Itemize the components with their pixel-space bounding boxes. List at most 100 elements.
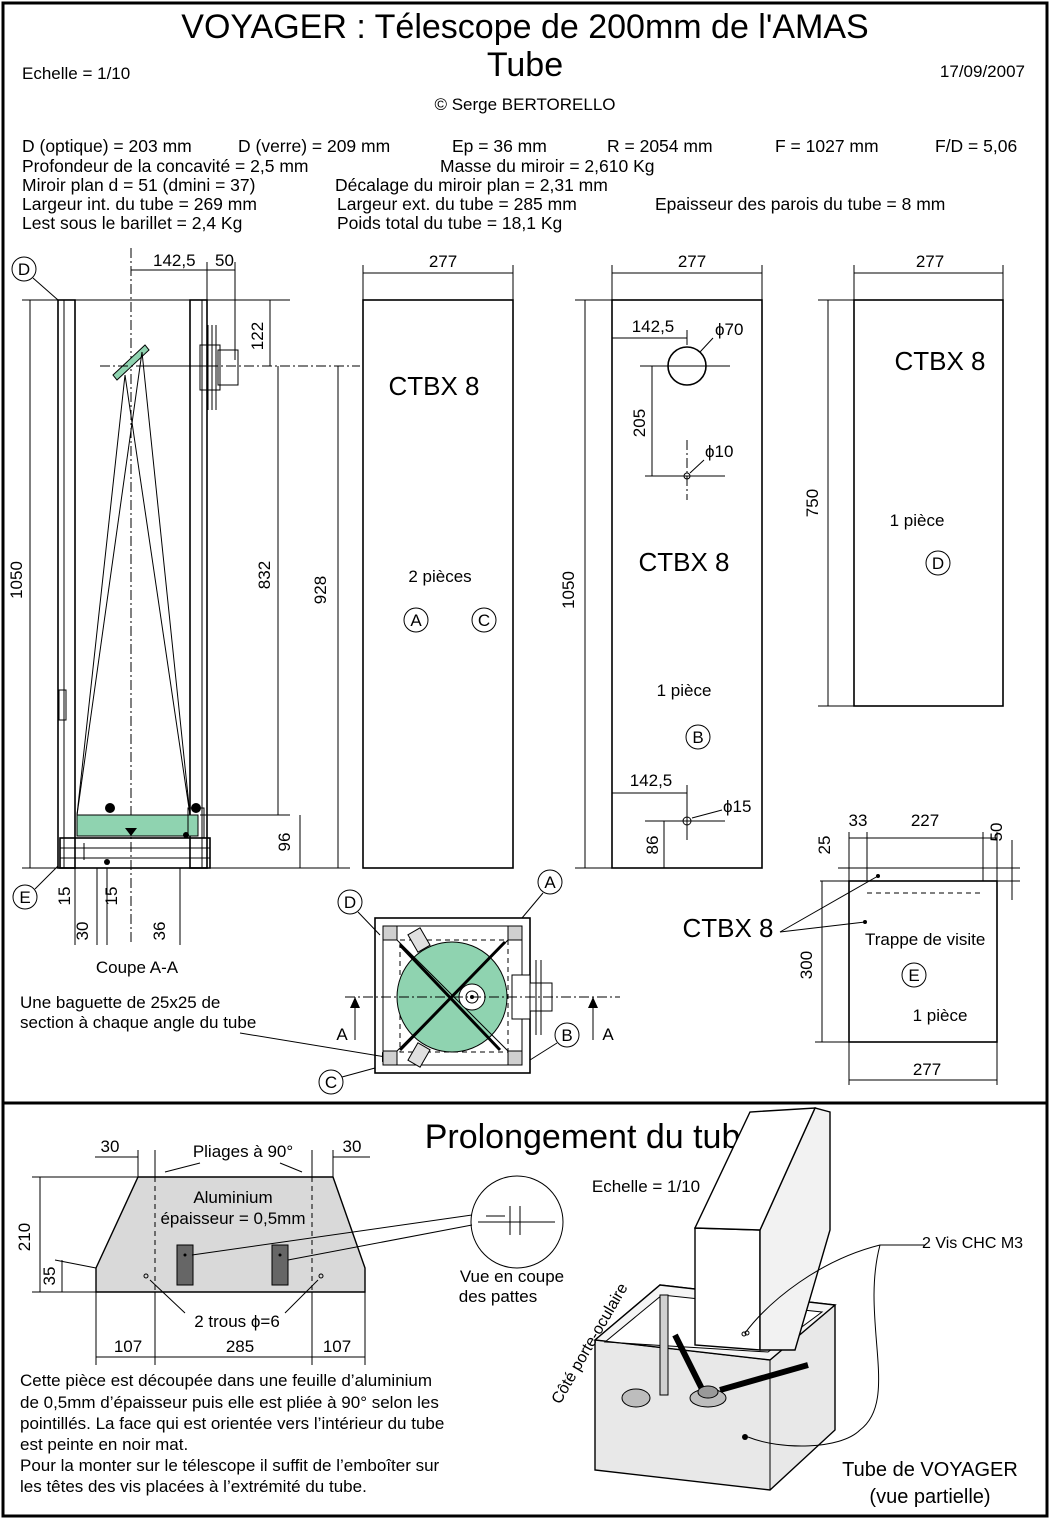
spec-lest: Lest sous le barillet = 2,4 Kg [22, 213, 242, 233]
panel-b-phi70: ϕ70 [715, 320, 743, 339]
page-subtitle: Tube [487, 46, 563, 84]
panel-e-dim-50: 50 [987, 823, 1006, 842]
panel-e: 33 227 25 50 300 277 CTBX 8 Trappe de vi… [682, 811, 1020, 1085]
panel-e-dim-277: 277 [913, 1060, 941, 1079]
ext-dim-35: 35 [40, 1267, 59, 1286]
extension-scale: Echelle = 1/10 [592, 1177, 700, 1196]
section-caption: Coupe A-A [96, 958, 179, 977]
ext-dim-107-left: 107 [114, 1337, 142, 1356]
panel-ac: 277 CTBX 8 2 pièces A C [362, 252, 514, 869]
panel-d-label-d: D [932, 554, 944, 573]
panel-b-outline [611, 299, 763, 869]
panel-d-material: CTBX 8 [894, 346, 985, 376]
spec-decalage: Décalage du miroir plan = 2,31 mm [335, 175, 608, 195]
panel-ac-count: 2 pièces [408, 567, 471, 586]
panel-e-count: 1 pièce [913, 1006, 968, 1025]
spec-largeur-ext: Largeur ext. du tube = 285 mm [337, 194, 577, 214]
panel-b: 277 142,5 ϕ70 205 ϕ10 1050 CTBX 8 1 pièc… [559, 252, 763, 869]
spec-fd: F/D = 5,06 [935, 136, 1017, 156]
section-view: 142,5 50 122 1050 832 928 96 15 15 30 36… [7, 248, 393, 1062]
top-label-b: B [561, 1026, 572, 1045]
author-label: © Serge BERTORELLO [434, 95, 615, 114]
dim-832: 832 [255, 561, 274, 589]
ext-pliages: Pliages à 90° [193, 1142, 293, 1161]
desc-line-5: les têtes des vis placées à l’extrémité … [20, 1477, 367, 1496]
desc-line-3: est peinte en noir mat. [20, 1435, 188, 1454]
dim-50: 50 [215, 251, 234, 270]
panel-e-dim-300: 300 [797, 951, 816, 979]
specs-block: D (optique) = 203 mm D (verre) = 209 mm … [22, 136, 1017, 233]
spec-largeur-int: Largeur int. du tube = 269 mm [22, 194, 257, 214]
ext-vue-1: Vue en coupe [460, 1267, 564, 1286]
panel-e-material: CTBX 8 [682, 913, 773, 943]
top-label-a: A [544, 873, 556, 892]
spec-d-verre: D (verre) = 209 mm [238, 136, 390, 156]
panel-d-outline [853, 299, 1004, 707]
cut-a-left: A [336, 1025, 348, 1044]
date-label: 17/09/2007 [940, 62, 1025, 81]
panel-ac-label-c: C [478, 611, 490, 630]
spec-masse: Masse du miroir = 2,610 Kg [440, 156, 654, 176]
page-title: VOYAGER : Télescope de 200mm de l'AMAS [181, 8, 868, 46]
ext-dim-30-right: 30 [343, 1137, 362, 1156]
dim-15-b: 15 [102, 887, 121, 906]
detail-bubble [470, 1175, 564, 1269]
panel-b-count: 1 pièce [657, 681, 712, 700]
panel-b-phi10: ϕ10 [705, 442, 733, 461]
spec-ep: Ep = 36 mm [452, 136, 547, 156]
panel-e-trappe: Trappe de visite [865, 930, 985, 949]
extension-section: Prolongement du tube Echelle = 1/10 30 3… [15, 1107, 1023, 1508]
ext-dim-107-right: 107 [323, 1337, 351, 1356]
ext-vis: 2 Vis CHC M3 [922, 1235, 1023, 1252]
top-label-c: C [325, 1073, 337, 1092]
panel-e-dim-33: 33 [849, 811, 868, 830]
primary-mirror [76, 814, 199, 837]
spec-miroir-plan: Miroir plan d = 51 (dmini = 37) [22, 175, 255, 195]
spec-epaisseur: Epaisseur des parois du tube = 8 mm [655, 194, 945, 214]
dim-36: 36 [150, 922, 169, 941]
panel-b-dim-205: 205 [630, 409, 649, 437]
desc-line-2: pointillés. La face qui est orientée ver… [20, 1414, 444, 1433]
panel-d-dim-750: 750 [803, 489, 822, 517]
ext-description: Cette pièce est découpée dans une feuill… [20, 1371, 444, 1496]
spec-poids: Poids total du tube = 18,1 Kg [337, 213, 562, 233]
panel-e-label-e: E [908, 966, 919, 985]
tube-3d-view: 2 Vis CHC M3 Côté porte-oculaire Tube de… [549, 1107, 1023, 1508]
cut-a-right: A [602, 1025, 614, 1044]
panel-b-dim-1050: 1050 [559, 571, 578, 609]
ext-dim-285: 285 [226, 1337, 254, 1356]
panel-b-material: CTBX 8 [638, 547, 729, 577]
secondary-mirror [112, 344, 150, 381]
ext-dim-30-left: 30 [101, 1137, 120, 1156]
panel-b-dim-142-bottom: 142,5 [630, 771, 673, 790]
dim-142-5: 142,5 [153, 251, 196, 270]
desc-line-1: de 0,5mm d’épaisseur puis elle est pliée… [20, 1393, 439, 1412]
dim-1050-section: 1050 [7, 561, 26, 599]
top-view: A A A D B C [318, 869, 620, 1095]
ext-tube-2: (vue partielle) [869, 1486, 990, 1508]
top-label-d: D [344, 893, 356, 912]
extension-title: Prolongement du tube [425, 1118, 760, 1156]
spec-profondeur: Profondeur de la concavité = 2,5 mm [22, 156, 308, 176]
spec-d-optique: D (optique) = 203 mm [22, 136, 192, 156]
panel-b-label-b: B [692, 728, 703, 747]
spec-r: R = 2054 mm [607, 136, 713, 156]
desc-line-4: Pour la monter sur le télescope il suffi… [20, 1456, 440, 1475]
ext-material-1: Aluminium [193, 1188, 272, 1207]
panel-b-phi15: ϕ15 [723, 797, 751, 816]
callout-e-section: E [19, 888, 30, 907]
panel-d-count: 1 pièce [890, 511, 945, 530]
corner-note-line1: Une baguette de 25x25 de [20, 993, 220, 1012]
panel-ac-outline [362, 299, 514, 869]
ext-material-2: épaisseur = 0,5mm [160, 1209, 305, 1228]
ext-dim-210: 210 [15, 1223, 34, 1251]
callout-d-section: D [18, 260, 30, 279]
spec-f: F = 1027 mm [775, 136, 879, 156]
ext-vue-2: des pattes [459, 1287, 537, 1306]
panel-e-dim-227: 227 [911, 811, 939, 830]
panel-ac-material: CTBX 8 [388, 371, 479, 401]
ext-tube-1: Tube de VOYAGER [842, 1459, 1018, 1481]
panel-b-dim-142-top: 142,5 [632, 317, 675, 336]
